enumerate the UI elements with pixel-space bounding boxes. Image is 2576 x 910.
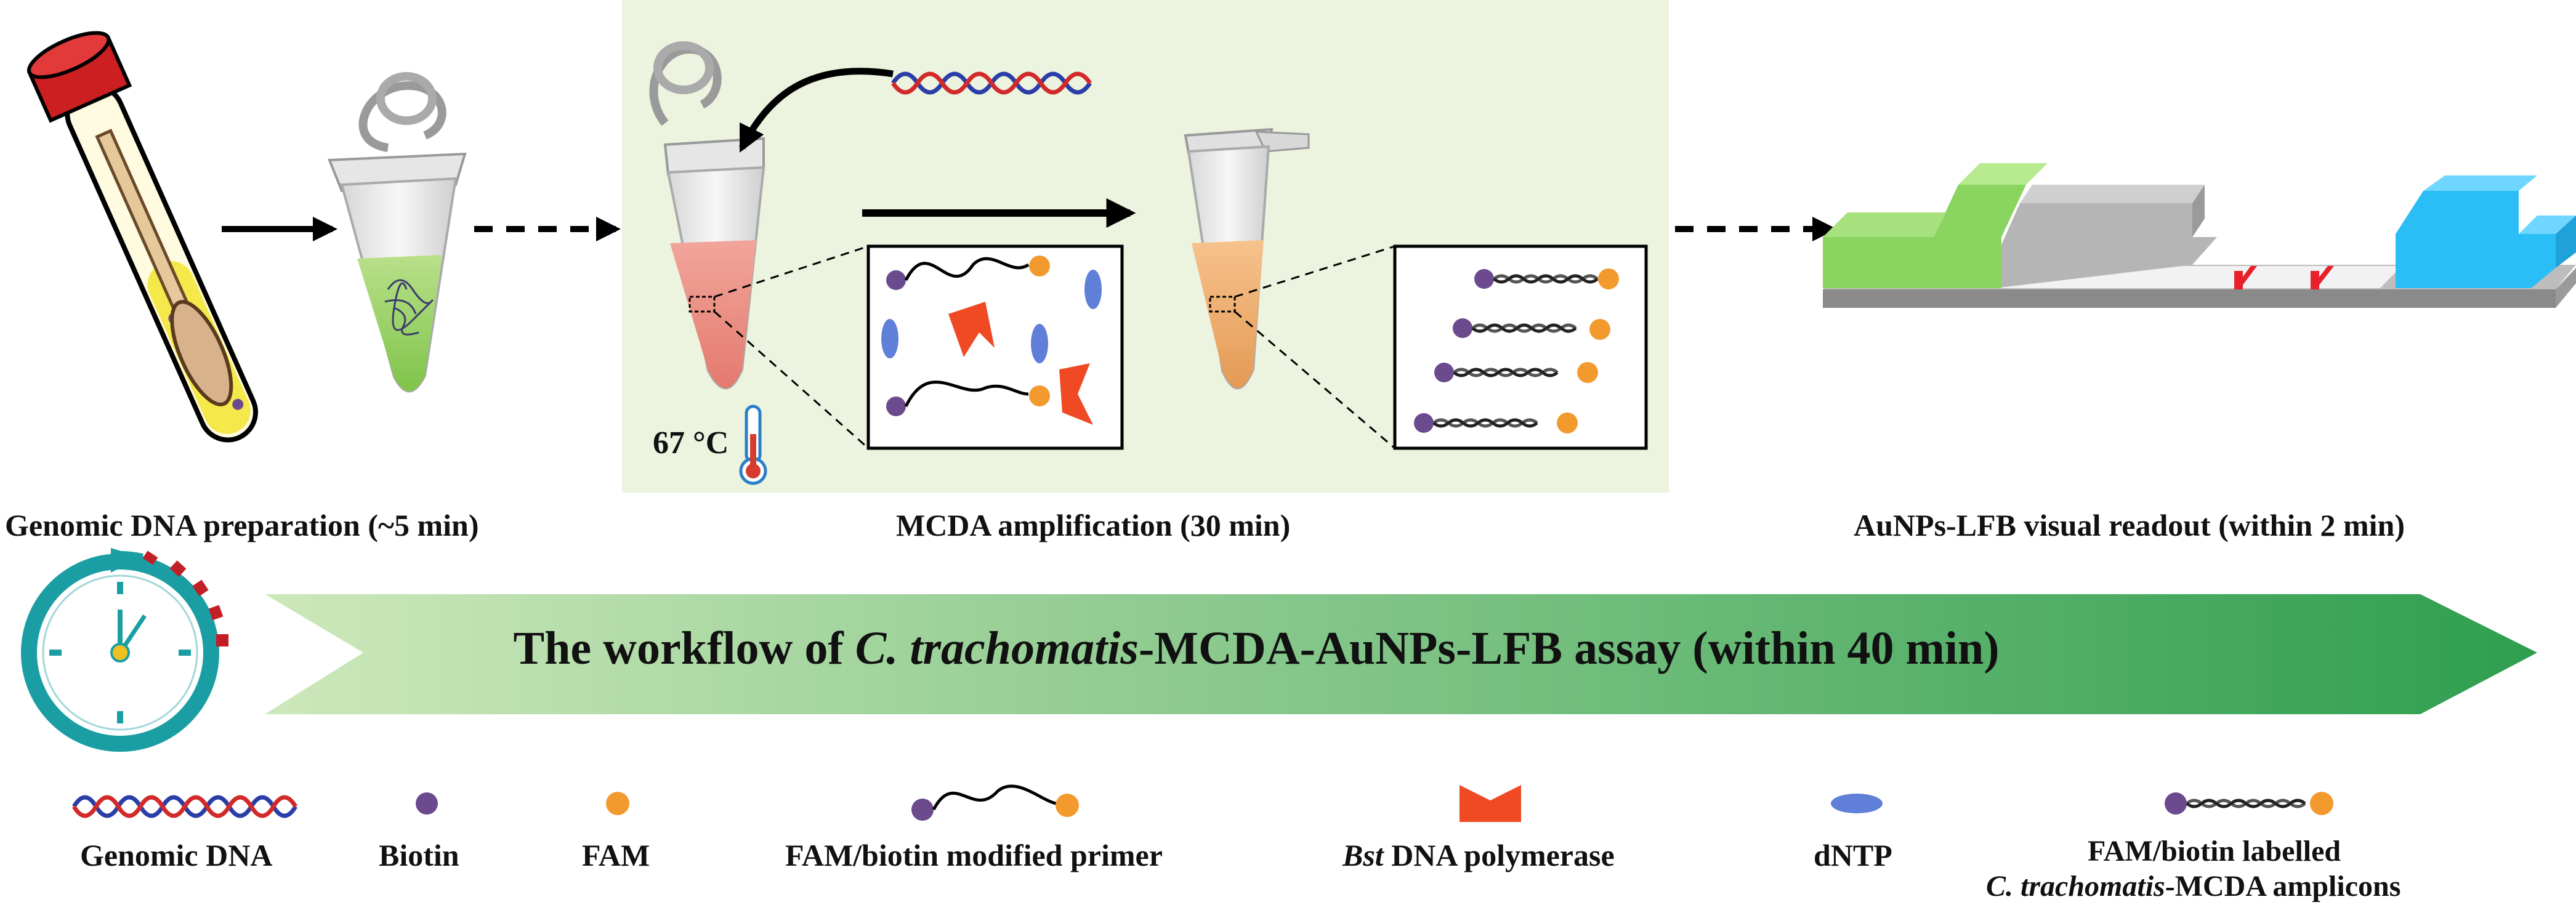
clock-icon bbox=[21, 548, 228, 752]
legend-polymerase-label: Bst DNA polymerase bbox=[1343, 838, 1615, 872]
prep-stage-label: Genomic DNA preparation (~5 min) bbox=[5, 508, 479, 542]
legend-polymerase-icon bbox=[1460, 785, 1521, 822]
workflow-title: The workflow of C. trachomatis-MCDA-AuNP… bbox=[513, 622, 2000, 674]
legend-amplicon-icon bbox=[2165, 792, 2333, 815]
legend-biotin-label: Biotin bbox=[379, 838, 459, 872]
dna-helix-icon bbox=[891, 71, 1092, 95]
legend-biotin-icon bbox=[416, 792, 438, 815]
legend-fam-label: FAM bbox=[582, 838, 650, 872]
reaction-box-1 bbox=[866, 244, 1124, 450]
legend-amplicon-label-line1: FAM/biotin labelled bbox=[2088, 835, 2341, 868]
green-tube-icon bbox=[328, 72, 467, 393]
lfb-strip-icon bbox=[1823, 163, 2576, 308]
legend-genomic-dna-label: Genomic DNA bbox=[80, 838, 273, 872]
legend-amplicon-label-line2: C. trachomatis-MCDA amplicons bbox=[1986, 870, 2401, 903]
thermometer-icon bbox=[739, 405, 767, 485]
legend-primer-label: FAM/biotin modified primer bbox=[785, 838, 1163, 872]
mcda-stage-label: MCDA amplification (30 min) bbox=[896, 508, 1291, 542]
legend-dntp-label: dNTP bbox=[1814, 838, 1892, 872]
legend-fam-icon bbox=[606, 792, 629, 815]
curved-arrow bbox=[739, 68, 894, 153]
legend-dna-icon bbox=[71, 795, 298, 818]
orange-tube-icon bbox=[1184, 127, 1310, 390]
legend-primer-icon bbox=[911, 784, 1079, 821]
reaction-box-2 bbox=[1393, 244, 1648, 450]
workflow-arrow bbox=[265, 594, 2537, 714]
legend-dntp-icon bbox=[1831, 794, 1883, 813]
readout-stage-label: AuNPs-LFB visual readout (within 2 min) bbox=[1854, 508, 2405, 542]
zoom-line bbox=[714, 310, 869, 449]
swab-tube-icon bbox=[26, 31, 258, 443]
zoom-line bbox=[714, 245, 869, 298]
zoom-line bbox=[1234, 310, 1395, 449]
zoom-line bbox=[1234, 245, 1395, 298]
temperature-label: 67 °C bbox=[653, 425, 729, 461]
